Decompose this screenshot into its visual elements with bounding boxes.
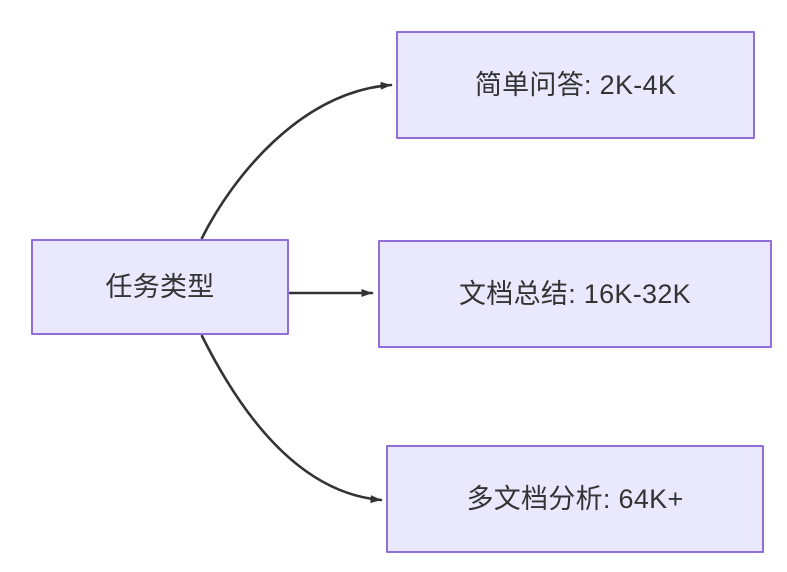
node-simple-qa-label: 简单问答: 2K-4K xyxy=(474,69,677,100)
node-multi-doc-label: 多文档分析: 64K+ xyxy=(466,483,684,514)
node-task-type[interactable]: 任务类型 xyxy=(31,239,289,335)
node-task-type-label: 任务类型 xyxy=(105,271,215,302)
node-doc-summary[interactable]: 文档总结: 16K-32K xyxy=(378,240,772,348)
node-simple-qa[interactable]: 简单问答: 2K-4K xyxy=(396,31,755,139)
edge-root-to-multi-doc xyxy=(200,334,383,504)
edge-root-to-simple-qa xyxy=(200,81,393,240)
node-multi-doc[interactable]: 多文档分析: 64K+ xyxy=(386,445,764,553)
node-doc-summary-label: 文档总结: 16K-32K xyxy=(459,278,691,309)
